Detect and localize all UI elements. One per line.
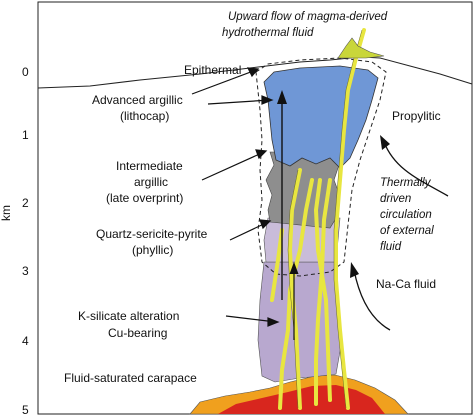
external-flow-line-1: Thermally bbox=[380, 177, 432, 189]
label-phyllic-2: (phyllic) bbox=[132, 243, 173, 257]
label-phyllic-1: Quartz-sericite-pyrite bbox=[96, 227, 208, 241]
upward-flow-arrow bbox=[277, 90, 287, 300]
external-flow-line-5: fluid bbox=[380, 241, 402, 253]
leader-arrows bbox=[191, 67, 280, 327]
ground-surface bbox=[37, 56, 473, 89]
label-carapace: Fluid-saturated carapace bbox=[64, 371, 197, 385]
tick-label-5: 5 bbox=[22, 403, 29, 417]
axis-label-km: km bbox=[0, 205, 13, 221]
tick-label-4: 4 bbox=[22, 334, 29, 348]
label-na-ca-fluid: Na-Ca fluid bbox=[376, 277, 436, 291]
label-intermediate-1: Intermediate bbox=[116, 159, 183, 173]
surface-vent-plume bbox=[337, 37, 385, 59]
tick-label-2: 2 bbox=[22, 196, 29, 210]
label-intermediate-3: (late overprint) bbox=[106, 191, 183, 205]
label-intermediate-2: argillic bbox=[134, 175, 168, 189]
hydrothermal-veins bbox=[270, 28, 366, 410]
vein-outlines bbox=[287, 29, 363, 409]
external-arrowhead-lower bbox=[350, 262, 359, 278]
label-advanced-argillic-2: (lithocap) bbox=[120, 109, 169, 123]
external-flow-line-3: circulation bbox=[380, 209, 432, 221]
label-k-silicate-1: K-silicate alteration bbox=[78, 309, 179, 323]
title-line-2: hydrothermal fluid bbox=[222, 27, 314, 39]
label-propylitic: Propylitic bbox=[392, 109, 441, 123]
lithocap-zone bbox=[263, 65, 379, 169]
external-flow-line-4: of external bbox=[380, 225, 434, 237]
tick-label-1: 1 bbox=[22, 128, 29, 142]
external-arrowhead-upper bbox=[380, 135, 390, 150]
external-fluid-arrows bbox=[353, 141, 449, 331]
diagram-frame bbox=[37, 1, 473, 415]
tick-label-0: 0 bbox=[22, 65, 29, 79]
label-epithermal: Epithermal bbox=[184, 63, 241, 77]
external-flow-line-2: driven bbox=[380, 193, 411, 205]
title-line-1: Upward flow of magma-derived bbox=[228, 11, 388, 23]
label-k-silicate-2: Cu-bearing bbox=[108, 326, 167, 340]
tick-label-3: 3 bbox=[22, 264, 29, 278]
dashed-alteration-boundary bbox=[255, 57, 387, 277]
label-advanced-argillic-1: Advanced argillic bbox=[92, 93, 183, 107]
upward-flow-arrow-2 bbox=[289, 262, 299, 340]
